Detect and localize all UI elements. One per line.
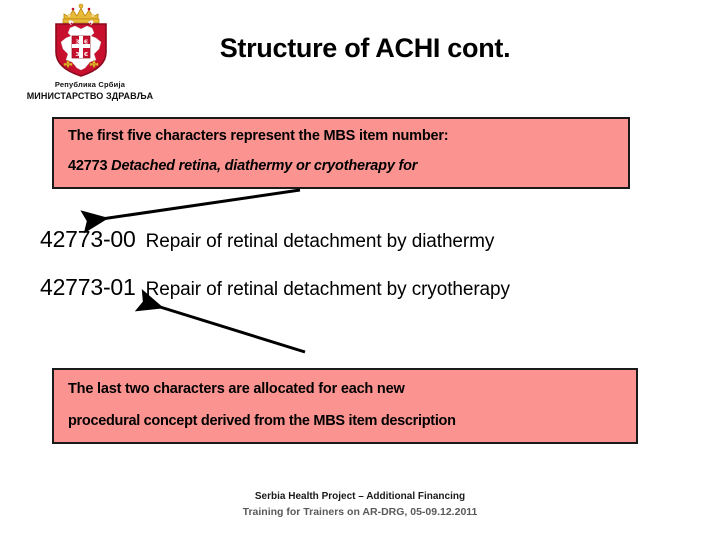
intro-callout-box: The first five characters represent the …	[52, 117, 630, 189]
code-row: 42773-01 Repair of retinal detachment by…	[40, 274, 510, 301]
svg-text:З: З	[76, 52, 80, 58]
arrow-to-code-01	[134, 289, 306, 354]
intro-item-description: Detached retina, diathermy or cryotherap…	[111, 158, 418, 174]
code-description: Repair of retinal detachment by diatherm…	[145, 231, 495, 252]
fleur-de-lis-icon	[63, 59, 99, 69]
code-number: 42773-00	[40, 226, 136, 252]
intro-statement: The first five characters represent the …	[68, 128, 449, 144]
footer-project-title: Serbia Health Project – Additional Finan…	[254, 491, 466, 502]
code-description: Repair of retinal detachment by cryother…	[145, 279, 510, 300]
conclusion-callout-box: The last two characters are allocated fo…	[52, 368, 638, 444]
svg-text:Є: Є	[84, 52, 88, 58]
ministry-health-label: МИНИСТАРСТВО ЗДРАВЉА	[26, 91, 154, 101]
ministry-republic-label: Република Србија	[54, 80, 126, 89]
intro-example-line: 42773 Detached retina, diathermy or cryo…	[68, 158, 614, 174]
svg-text:Є: Є	[84, 40, 88, 46]
footer-training-info: Training for Trainers on AR-DRG, 05-09.1…	[242, 506, 478, 518]
serbian-cross-icon: З Є З Є	[71, 35, 91, 59]
arrow-to-code-00	[80, 188, 301, 234]
crown-icon	[62, 3, 100, 24]
conclusion-line-1: The last two characters are allocated fo…	[68, 381, 405, 397]
code-number: 42773-01	[40, 274, 136, 300]
svg-text:З: З	[76, 40, 80, 46]
code-row: 42773-00 Repair of retinal detachment by…	[40, 226, 494, 253]
serbia-coat-of-arms-icon: З Є З Є	[44, 2, 118, 78]
page-title: Structure of ACHI cont.	[219, 33, 511, 63]
conclusion-line-2: procedural concept derived from the MBS …	[68, 413, 456, 429]
intro-item-number: 42773	[68, 158, 108, 174]
